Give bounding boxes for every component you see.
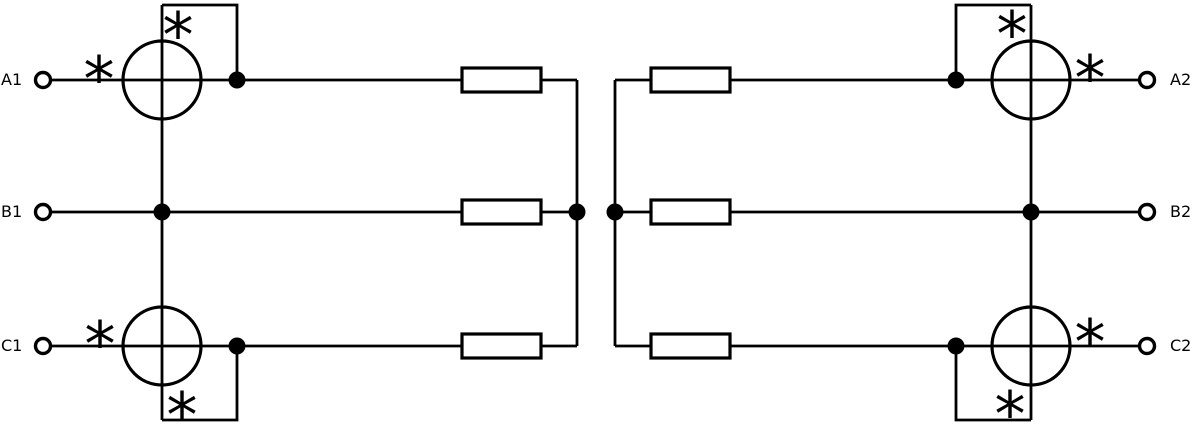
terminal-b2 bbox=[1137, 202, 1157, 222]
resistor-left-phase-b bbox=[460, 198, 543, 226]
junction-a2-voltage-tap bbox=[947, 71, 965, 89]
junction-a1-voltage-tap bbox=[228, 71, 246, 89]
junction-b1-voltage-tap bbox=[153, 203, 171, 221]
polarity-asterisk-a1-current: * bbox=[84, 43, 115, 116]
polarity-asterisk-c1-current: * bbox=[85, 308, 116, 381]
terminal-label-c2: C2 bbox=[1170, 336, 1191, 355]
junction-b2-voltage-tap bbox=[1022, 203, 1040, 221]
terminal-label-b2: B2 bbox=[1170, 202, 1191, 221]
wattmeter-a2-icon bbox=[990, 39, 1072, 121]
junction-c1-voltage-tap bbox=[228, 337, 246, 355]
polarity-asterisk-a1-voltage: * bbox=[163, 0, 194, 72]
resistor-left-phase-c bbox=[460, 332, 543, 360]
terminal-b1 bbox=[33, 202, 53, 222]
terminal-a1 bbox=[33, 70, 53, 90]
junction-c2-voltage-tap bbox=[947, 337, 965, 355]
resistor-right-phase-b bbox=[649, 198, 732, 226]
left-top-voltage-loop bbox=[162, 3, 239, 80]
polarity-asterisk-c2-voltage: * bbox=[995, 378, 1026, 437]
terminal-label-b1: B1 bbox=[1, 202, 22, 221]
polarity-asterisk-a2-voltage: * bbox=[997, 0, 1028, 71]
terminal-c2 bbox=[1137, 336, 1157, 356]
wattmeter-c1-icon bbox=[121, 305, 203, 387]
terminal-label-c1: C1 bbox=[1, 336, 22, 355]
junction-left-star-point bbox=[568, 203, 586, 221]
resistor-left-phase-a bbox=[460, 66, 543, 94]
terminal-label-a2: A2 bbox=[1170, 70, 1191, 89]
terminal-label-a1: A1 bbox=[1, 70, 22, 89]
right-top-voltage-loop bbox=[954, 3, 1031, 80]
polarity-asterisk-c2-current: * bbox=[1075, 306, 1106, 379]
wattmeter-a1-icon bbox=[121, 39, 203, 121]
junction-right-star-point bbox=[606, 203, 624, 221]
right-bottom-voltage-loop bbox=[954, 346, 1031, 422]
left-bottom-voltage-loop bbox=[162, 346, 239, 422]
terminal-c1 bbox=[33, 336, 53, 356]
resistor-right-phase-a bbox=[649, 66, 732, 94]
terminal-a2 bbox=[1137, 70, 1157, 90]
polarity-asterisk-c1-voltage: * bbox=[167, 379, 198, 437]
polarity-asterisk-a2-current: * bbox=[1075, 42, 1106, 115]
wattmeter-c2-icon bbox=[990, 305, 1072, 387]
resistor-right-phase-c bbox=[649, 332, 732, 360]
